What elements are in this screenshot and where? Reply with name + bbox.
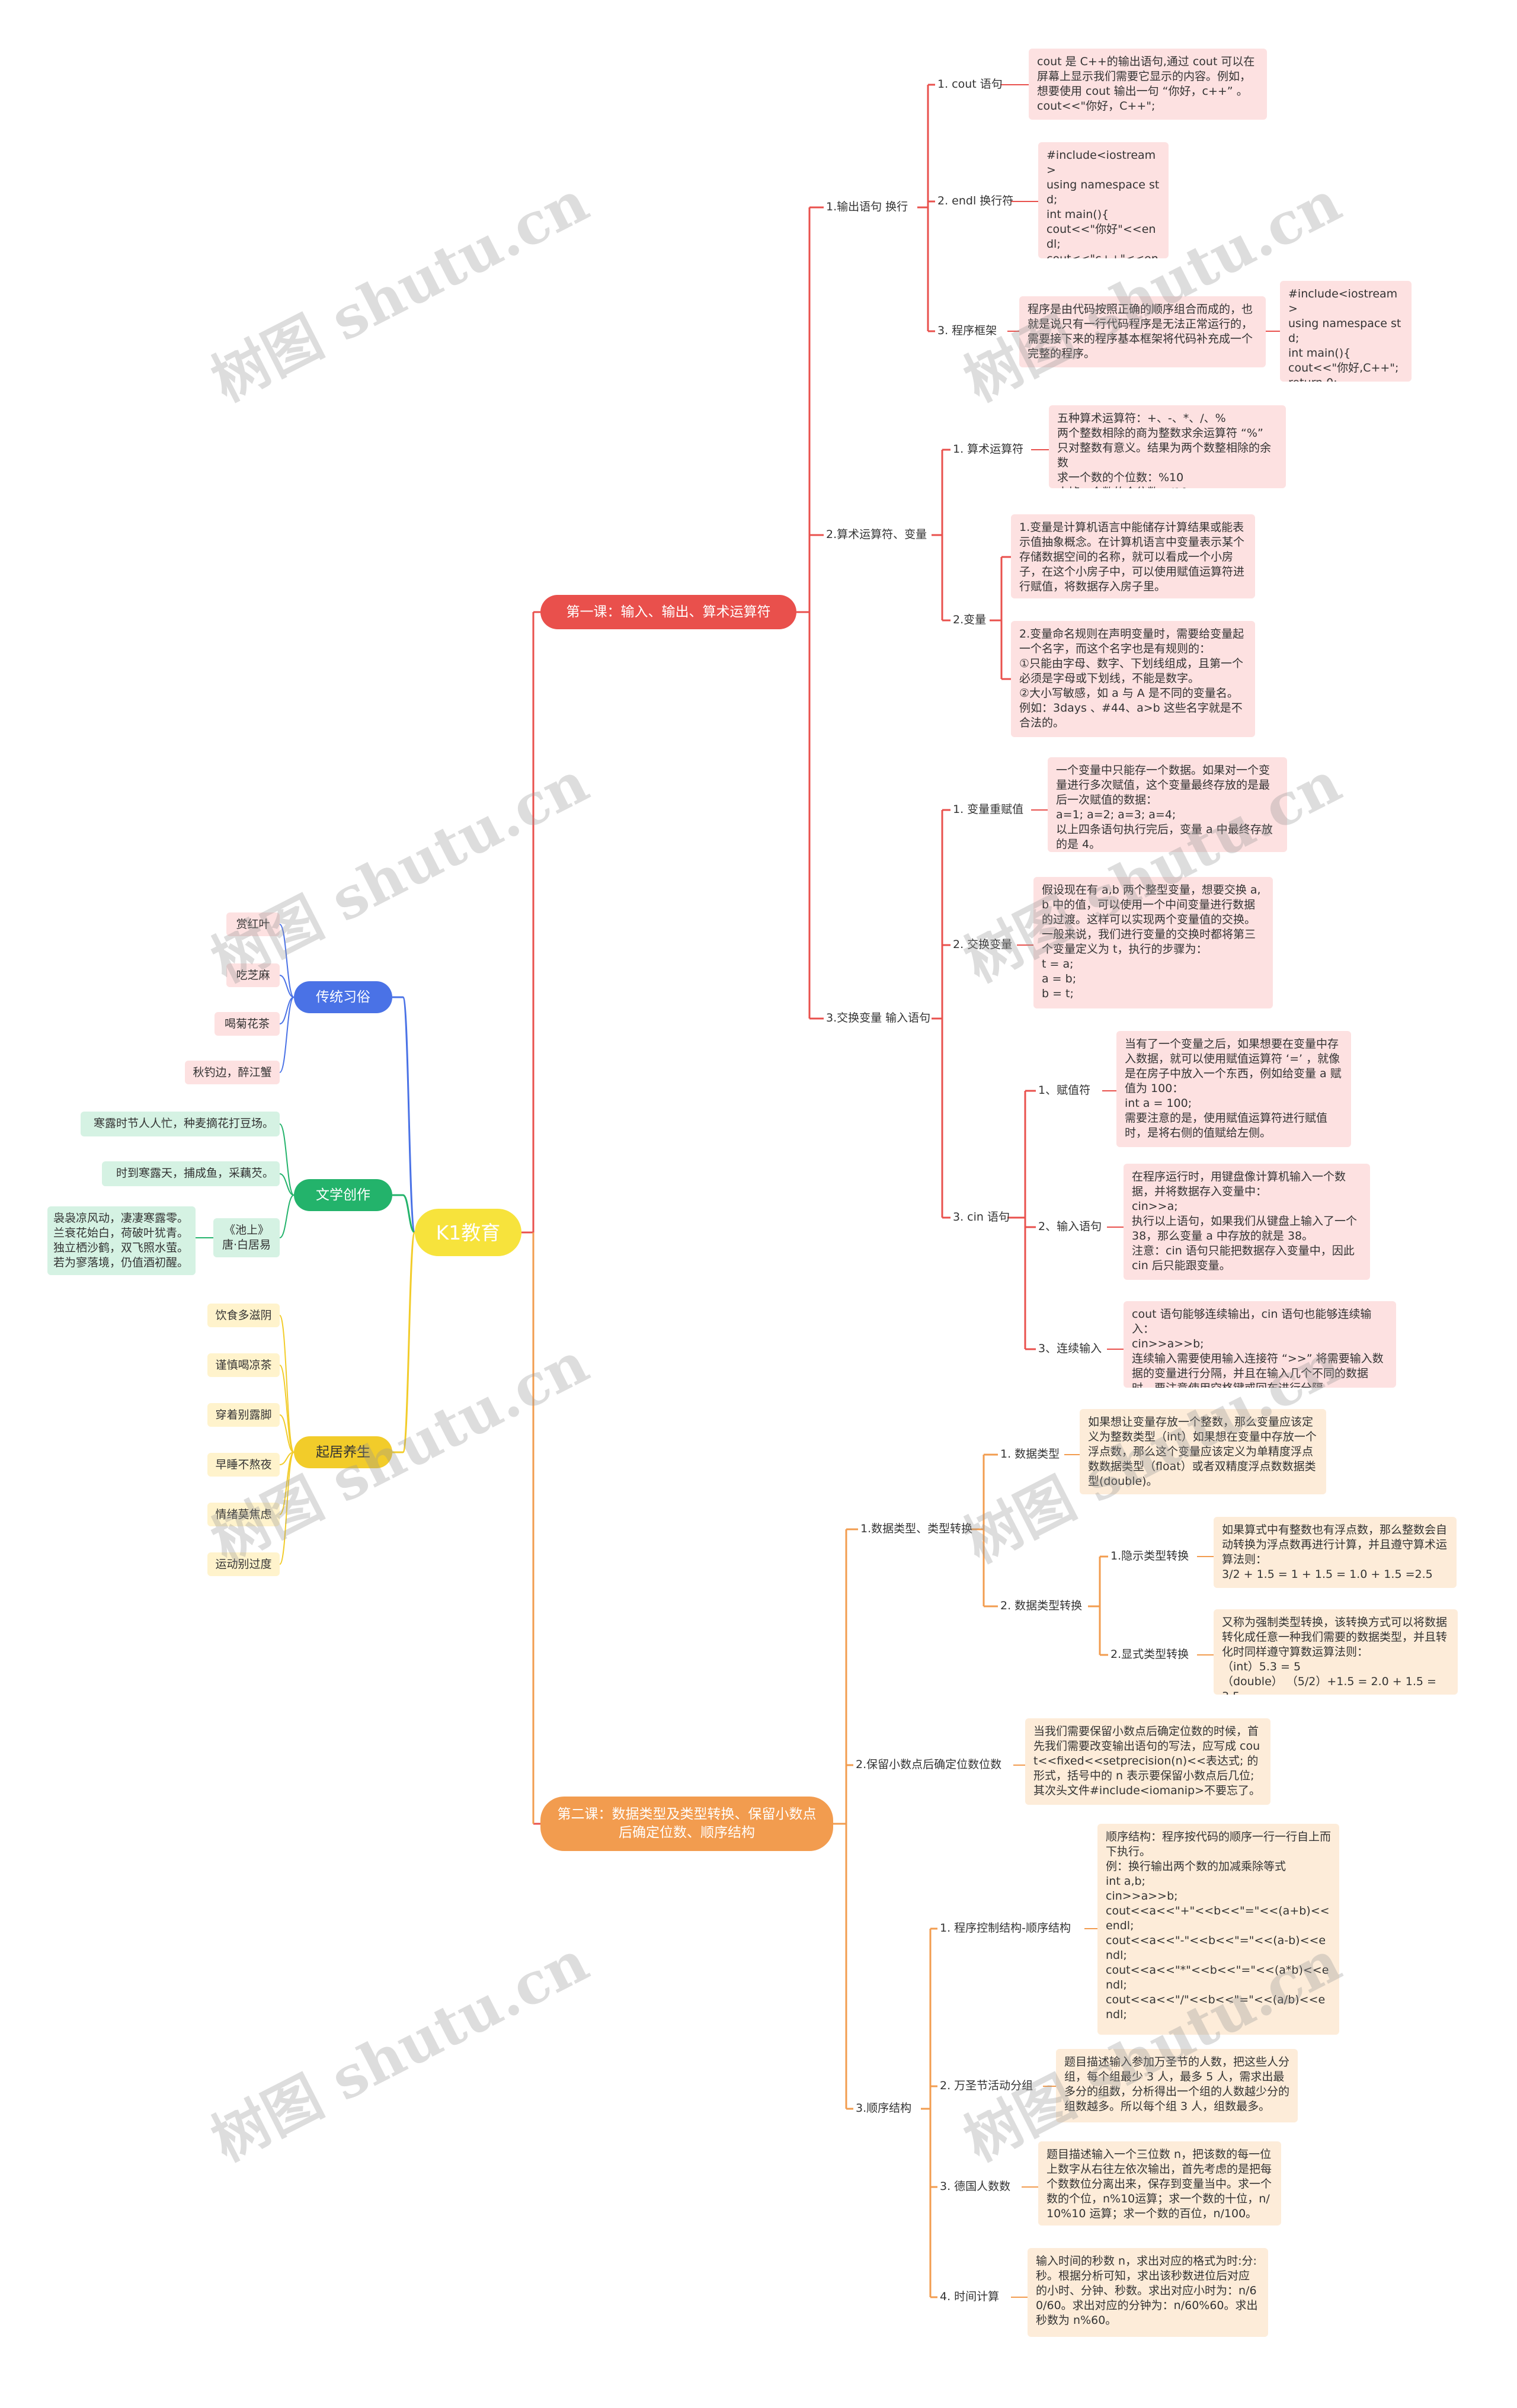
lesson2-types-node[interactable]: 1.数据类型、类型转换: [860, 1522, 973, 1535]
swap-node[interactable]: 2. 交换变量: [953, 938, 1013, 951]
cin-node[interactable]: 3. cin 语句: [953, 1211, 1010, 1224]
customs-item-3: 秋钓边，醉江蟹: [185, 1061, 280, 1084]
cout-node[interactable]: 1. cout 语句: [937, 78, 1003, 91]
frame-note: 程序是由代码按照正确的顺序组合而成的，也就是说只有一行代码程序是无法正常运行的，…: [1019, 296, 1266, 367]
implicit-note: 如果算式中有整数也有浮点数，那么整数会自动转换为浮点数再进行计算，并且遵守算术运…: [1214, 1517, 1457, 1588]
frame-code-note: #include<iostream> using namespace std; …: [1280, 281, 1412, 382]
lesson1-output-node[interactable]: 1.输出语句 换行: [826, 200, 908, 213]
connector-line: [279, 1414, 295, 1453]
time-calc-note: 输入时间的秒数 n，求出对应的格式为时:分:秒。根据分析可知，求出该秒数进位后对…: [1028, 2248, 1268, 2337]
lesson1-operators-node[interactable]: 2.算术运算符、变量: [826, 528, 927, 541]
connector-line: [402, 1231, 416, 1453]
connector-line: [402, 996, 416, 1234]
literature-item-1: 时到寒露天，捕成鱼，采藕芡。: [102, 1161, 280, 1186]
lesson2-node[interactable]: 第二课：数据类型及类型转换、保留小数点后确定位数、顺序结构: [540, 1797, 833, 1851]
chain-input-note: cout 语句能够连续输出，cin 语句也能够连续输入： cin>>a>>b; …: [1124, 1301, 1396, 1388]
connector-line: [279, 1195, 295, 1238]
reassign-node[interactable]: 1. 变量重赋值: [953, 803, 1024, 816]
reassign-note: 一个变量中只能存一个数据。如果对一个变量进行多次赋值，这个变量最终存放的是最后一…: [1048, 757, 1287, 852]
literature-node[interactable]: 文学创作: [294, 1179, 392, 1211]
health-item-1: 谨慎喝凉茶: [207, 1353, 280, 1377]
halloween-node[interactable]: 2. 万圣节活动分组: [940, 2079, 1033, 2092]
watermark: 树图 shutu.cn: [201, 1927, 599, 2175]
poem-title: 《池上》 唐·白居易: [213, 1218, 280, 1257]
datatype-node[interactable]: 1. 数据类型: [1000, 1448, 1060, 1461]
lesson1-swap-node[interactable]: 3.交换变量 输入语句: [826, 1011, 931, 1024]
health-item-3: 早睡不熬夜: [207, 1453, 280, 1477]
root-node[interactable]: K1教育: [415, 1209, 521, 1256]
variable-note-2: 2.变量命名规则在声明变量时，需要给变量起一个名字，而这个名字也是有规则的： ①…: [1011, 621, 1255, 737]
precision-note: 当我们需要保留小数点后确定位数的时候，首先我们需要改变输出语句的写法，应写成 c…: [1025, 1718, 1270, 1805]
connector-line: [279, 1452, 295, 1565]
frame-node[interactable]: 3. 程序框架: [937, 324, 997, 337]
reverse-digits-note: 题目描述输入一个三位数 n，把该数的每一位上数字从右往左依次输出，首先考虑的是把…: [1038, 2141, 1281, 2226]
variable-note-1: 1.变量是计算机语言中能储存计算结果或能表示值抽象概念。在计算机语言中变量表示某…: [1011, 514, 1255, 598]
lesson2-sequence-node[interactable]: 3.顺序结构: [856, 2102, 912, 2115]
sequence-node[interactable]: 1. 程序控制结构-顺序结构: [940, 1922, 1071, 1935]
connector-line: [279, 997, 295, 1073]
health-item-5: 运动别过度: [207, 1552, 280, 1576]
health-node[interactable]: 起居养生: [294, 1436, 392, 1468]
operator-node[interactable]: 1. 算术运算符: [953, 443, 1024, 456]
watermark: 树图 shutu.cn: [201, 168, 599, 415]
endl-node[interactable]: 2. endl 换行符: [937, 194, 1014, 207]
halloween-note: 题目描述输入参加万圣节的人数，把这些人分组，每个组最少 3 人，最多 5 人，需…: [1056, 2049, 1298, 2122]
input-node[interactable]: 2、输入语句: [1038, 1220, 1102, 1233]
watermark: 树图 shutu.cn: [201, 748, 599, 995]
connector-line: [279, 1173, 295, 1196]
endl-note: #include<iostream> using namespace std; …: [1038, 142, 1169, 258]
customs-node[interactable]: 传统习俗: [294, 981, 392, 1013]
explicit-node[interactable]: 2.显式类型转换: [1110, 1648, 1189, 1661]
customs-item-0: 赏红叶: [226, 912, 280, 936]
customs-item-1: 吃芝麻: [226, 963, 280, 987]
implicit-node[interactable]: 1.隐示类型转换: [1110, 1549, 1189, 1562]
reverse-digits-node[interactable]: 3. 德国人数数: [940, 2180, 1011, 2193]
datatype-note: 如果想让变量存放一个整数，那么变量应该定义为整数类型（int）如果想在变量中存放…: [1080, 1409, 1326, 1494]
chain-input-node[interactable]: 3、连续输入: [1038, 1342, 1102, 1355]
assign-node[interactable]: 1、赋值符: [1038, 1084, 1091, 1097]
health-item-0: 饮食多滋阴: [207, 1304, 280, 1327]
sequence-note: 顺序结构：程序按代码的顺序一行一行自上而下执行。 例：换行输出两个数的加减乘除等…: [1097, 1824, 1339, 2035]
connector-line: [279, 924, 295, 998]
connector-line: [279, 1365, 295, 1453]
assign-note: 当有了一个变量之后，如果想要在变量中存入数据，就可以使用赋值运算符 ‘=’ ，就…: [1116, 1031, 1351, 1147]
variable-node[interactable]: 2.变量: [953, 613, 987, 626]
health-item-4: 情绪莫焦虑: [207, 1503, 280, 1526]
input-note: 在程序运行时，用键盘像计算机输入一个数据，并将数据存入变量中： cin>>a; …: [1124, 1164, 1370, 1280]
poem-text: 袅袅凉风动，凄凄寒露零。 兰衰花始白，荷破叶犹青。 独立栖沙鹤，双飞照水萤。 若…: [47, 1206, 196, 1275]
lesson2-precision-node[interactable]: 2.保留小数点后确定位数位数: [856, 1758, 1002, 1771]
connector-line: [402, 1194, 415, 1234]
connector-line: [279, 975, 295, 998]
explicit-note: 又称为强制类型转换，该转换方式可以将数据转化成任意一种我们需要的数据类型，并且转…: [1214, 1609, 1458, 1695]
lesson1-node[interactable]: 第一课：输入、输出、算术运算符: [540, 595, 796, 629]
cout-note: cout 是 C++的输出语句,通过 cout 可以在屏幕上显示我们需要它显示的…: [1029, 49, 1267, 120]
time-calc-node[interactable]: 4. 时间计算: [940, 2290, 1000, 2303]
conversion-node[interactable]: 2. 数据类型转换: [1000, 1599, 1083, 1612]
operator-note: 五种算术运算符：+、-、*、/、% 两个整数相除的商为整数求余运算符 “%” 只…: [1049, 405, 1286, 488]
literature-item-0: 寒露时节人人忙，种麦摘花打豆场。: [81, 1112, 280, 1136]
customs-item-2: 喝菊花茶: [215, 1012, 280, 1036]
connector-line: [279, 1123, 295, 1196]
health-item-2: 穿着别露脚: [207, 1403, 280, 1427]
swap-note: 假设现在有 a,b 两个整型变量，想要交换 a,b 中的值，可以使用一个中间变量…: [1033, 877, 1273, 1008]
